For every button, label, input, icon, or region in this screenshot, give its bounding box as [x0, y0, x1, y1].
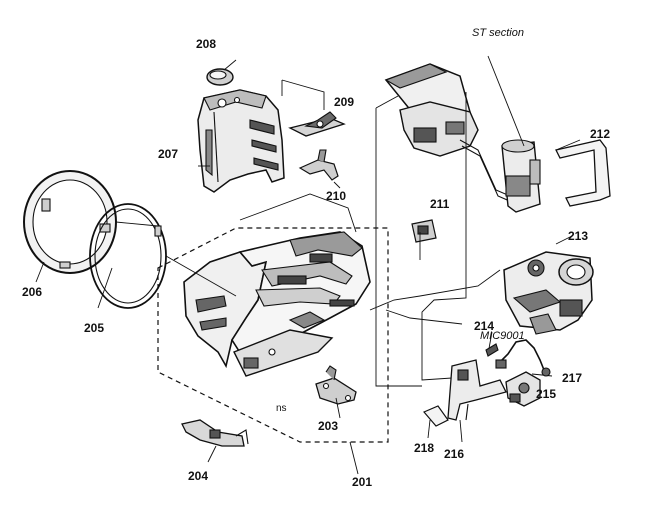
callout-212: 212 [590, 127, 611, 141]
part-201-main-frame [183, 231, 371, 377]
part-212-flex-strap [555, 139, 611, 207]
callout-203: 203 [318, 419, 339, 433]
part-mic9001-microphone [495, 339, 551, 377]
part-210-clip [298, 149, 339, 181]
callout-206: 206 [22, 285, 43, 299]
callout-214: 214 [474, 319, 495, 333]
callout-ns: ns [276, 403, 287, 414]
callout-215: 215 [536, 387, 557, 401]
callout-213: 213 [568, 229, 589, 243]
callout-210: 210 [326, 189, 347, 203]
section-title: ST section [472, 27, 524, 39]
assembly-201-dashed-outline [157, 227, 389, 443]
part-214-pin [485, 343, 499, 357]
callout-208: 208 [196, 37, 217, 51]
part-209-bracket [288, 111, 346, 137]
part-216-bracket [447, 359, 507, 421]
part-206-front-ring [23, 170, 117, 274]
callout-218: 218 [414, 441, 435, 455]
part-211-connector [411, 219, 437, 243]
part-203-plate [315, 365, 357, 405]
part-207-top-housing [197, 89, 285, 193]
part-215-217-bracket [505, 371, 541, 407]
part-204-lower-bracket [181, 419, 249, 447]
st-section-lens-unit [384, 63, 513, 203]
callout-207: 207 [158, 147, 179, 161]
part-208-cap [206, 68, 234, 86]
callout-211: 211 [430, 197, 450, 211]
callout-mic9001: MIC9001 [480, 330, 525, 342]
callout-217: 217 [562, 371, 583, 385]
part-218-flat-cable [423, 405, 449, 427]
callout-204: 204 [188, 469, 209, 483]
st-section-motor [501, 139, 541, 213]
callout-216: 216 [444, 447, 465, 461]
callout-201: 201 [352, 475, 373, 489]
callout-205: 205 [84, 321, 105, 335]
part-213-drive-mechanism [503, 251, 594, 335]
leader-lines [35, 55, 581, 475]
callout-209: 209 [334, 95, 355, 109]
